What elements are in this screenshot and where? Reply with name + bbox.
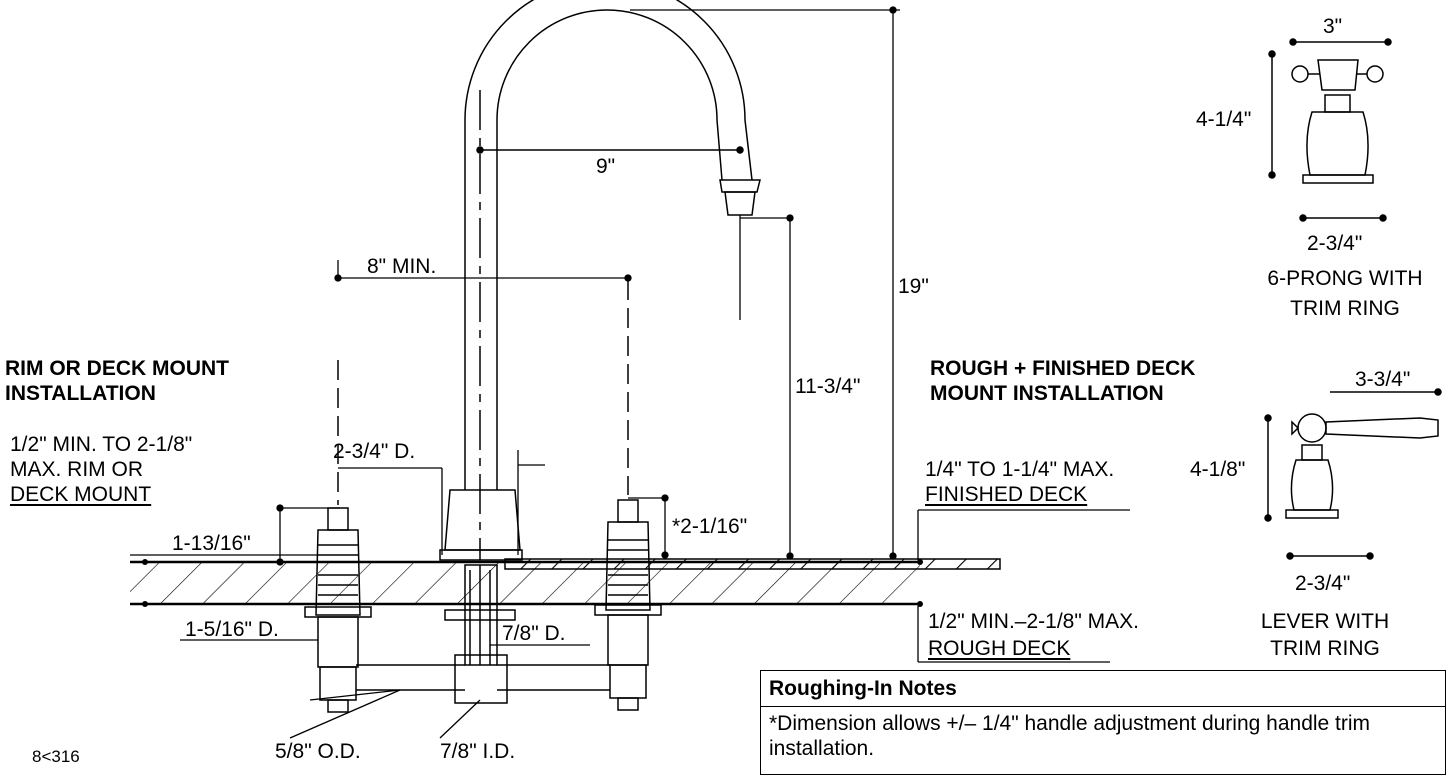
heading-rim-deck-1: RIM OR DECK MOUNT xyxy=(5,357,229,380)
roughing-in-notes: Roughing-In Notes *Dimension allows +/– … xyxy=(760,670,1446,775)
dim-spout-shank: 7/8" D. xyxy=(502,622,566,645)
lever-handle xyxy=(1264,388,1442,560)
notes-text: *Dimension allows +/– 1/4" handle adjust… xyxy=(769,712,1371,760)
lever-height: 4-1/8" xyxy=(1190,458,1246,481)
prong-caption-2: TRIM RING xyxy=(1290,297,1400,320)
drawing-code: 8<316 xyxy=(32,747,80,766)
dim-overall-height: 19" xyxy=(898,275,929,298)
left-valve xyxy=(304,360,372,713)
note-rim-mount-3: DECK MOUNT xyxy=(10,483,152,506)
dim-handle-adjust: *2-1/16" xyxy=(672,515,748,538)
note-rough-deck-1: 1/2" MIN.–2-1/8" MAX. xyxy=(928,610,1139,633)
notes-title: Roughing-In Notes xyxy=(761,671,1445,707)
dim-valve-hole: 1-5/16" D. xyxy=(185,618,279,641)
prong-width: 3" xyxy=(1323,15,1343,38)
right-valve xyxy=(594,280,662,711)
prong-handle xyxy=(1268,38,1392,222)
spout xyxy=(439,0,761,561)
note-rim-mount-1: 1/2" MIN. TO 2-1/8" xyxy=(10,433,193,456)
dim-spout-outlet-height: 11-3/4" xyxy=(795,375,861,398)
spout-shank xyxy=(444,564,516,666)
lever-base: 2-3/4" xyxy=(1295,572,1351,595)
dim-valve-stem-height: 1-13/16" xyxy=(172,532,251,555)
heading-rough-finished-2: MOUNT INSTALLATION xyxy=(930,382,1164,405)
lever-caption-1: LEVER WITH xyxy=(1260,610,1390,633)
dim-spout-hole: 2-3/4" D. xyxy=(333,440,416,463)
dimension-lines xyxy=(130,6,1130,739)
dim-center-spacing: 8" MIN. xyxy=(367,255,437,278)
heading-rim-deck-2: INSTALLATION xyxy=(5,382,156,405)
dim-supply-id: 7/8" I.D. xyxy=(440,740,516,763)
prong-height: 4-1/4" xyxy=(1196,108,1252,131)
note-rough-deck-2: ROUGH DECK xyxy=(928,637,1071,660)
prong-caption-1: 6-PRONG WITH xyxy=(1267,267,1423,290)
note-finished-deck-2: FINISHED DECK xyxy=(925,483,1088,506)
deck-section xyxy=(130,558,1001,607)
lever-caption-2: TRIM RING xyxy=(1270,637,1380,660)
lever-width: 3-3/4" xyxy=(1355,368,1411,391)
prong-base: 2-3/4" xyxy=(1307,232,1363,255)
supply-lines xyxy=(356,654,610,704)
dim-supply-od: 5/8" O.D. xyxy=(275,740,361,763)
heading-rough-finished-1: ROUGH + FINISHED DECK xyxy=(930,357,1196,380)
note-finished-deck-1: 1/4" TO 1-1/4" MAX. xyxy=(925,458,1115,481)
dim-spout-reach: 9" xyxy=(596,155,616,178)
note-rim-mount-2: MAX. RIM OR xyxy=(10,458,144,481)
